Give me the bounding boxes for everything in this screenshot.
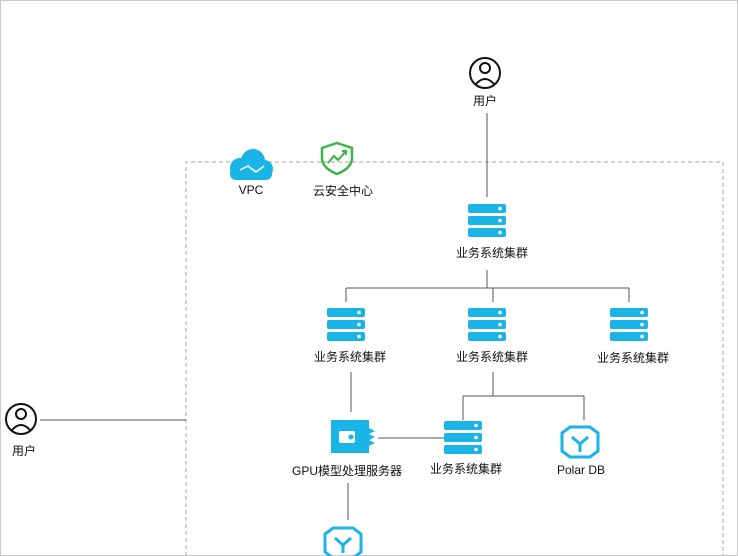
polar-db-icon xyxy=(560,425,600,459)
gpu-card-icon xyxy=(331,420,375,453)
cluster-b-icon xyxy=(468,308,506,341)
cluster-c-icon xyxy=(610,308,648,341)
cluster-d-label: 业务系统集群 xyxy=(429,462,502,476)
vpc-label: VPC xyxy=(238,183,264,197)
cluster-main-label: 业务系统集群 xyxy=(455,246,528,260)
security-center-label: 云安全中心 xyxy=(312,184,373,198)
user-left-label: 用户 xyxy=(11,444,36,458)
cluster-a-label: 业务系统集群 xyxy=(313,350,386,364)
cluster-d-icon xyxy=(444,421,482,454)
cloud-icon xyxy=(230,149,273,180)
user-top-label: 用户 xyxy=(472,94,497,108)
cluster-main-icon xyxy=(468,204,506,237)
cluster-a-icon xyxy=(327,308,365,341)
polar-db-label: Polar DB xyxy=(556,463,606,477)
user-top-icon xyxy=(469,57,501,89)
cluster-c-label: 业务系统集群 xyxy=(596,351,669,365)
polar-db-bottom-icon xyxy=(323,526,363,556)
cluster-b-label: 业务系统集群 xyxy=(455,350,528,364)
vpc-boundary xyxy=(185,161,724,556)
connector-lines xyxy=(40,113,630,520)
gpu-server-label: GPU模型处理服务器 xyxy=(291,464,402,478)
user-left-icon xyxy=(5,403,37,435)
shield-trend-icon xyxy=(320,141,354,176)
